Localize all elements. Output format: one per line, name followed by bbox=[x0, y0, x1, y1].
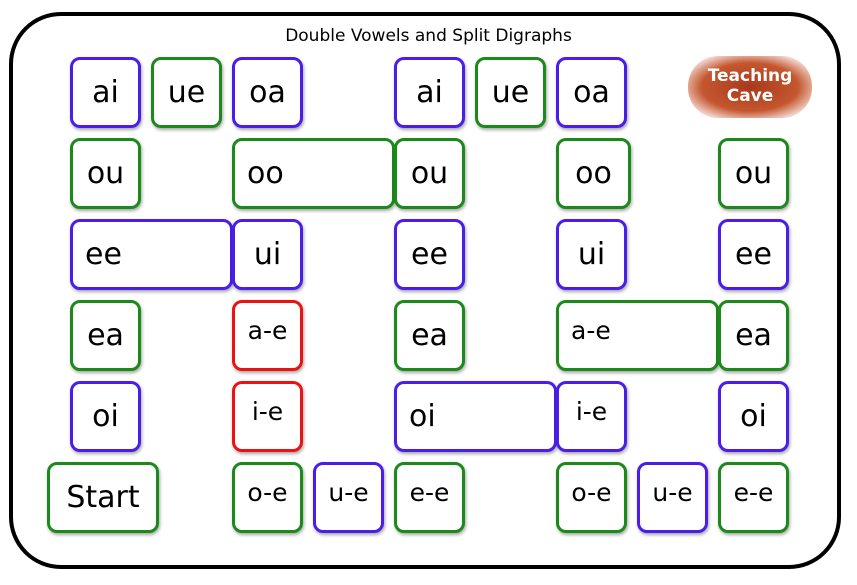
tile-a-e[interactable]: a-e bbox=[232, 300, 303, 371]
game-board bbox=[9, 12, 841, 569]
tile-ee[interactable]: ee bbox=[718, 219, 789, 290]
tile-ai[interactable]: ai bbox=[70, 57, 141, 128]
tile-u-e[interactable]: u-e bbox=[313, 462, 384, 533]
tile-ue[interactable]: ue bbox=[475, 57, 546, 128]
tile-ee[interactable]: ee bbox=[70, 219, 233, 290]
tile-oo[interactable]: oo bbox=[556, 138, 631, 209]
tile-i-e[interactable]: i-e bbox=[556, 381, 627, 452]
tile-ue[interactable]: ue bbox=[151, 57, 222, 128]
tile-i-e[interactable]: i-e bbox=[232, 381, 303, 452]
tile-oo[interactable]: oo bbox=[232, 138, 395, 209]
tile-ea[interactable]: ea bbox=[394, 300, 465, 371]
tile-oa[interactable]: oa bbox=[556, 57, 627, 128]
logo-line-1: Teaching bbox=[707, 66, 793, 86]
tile-ou[interactable]: ou bbox=[718, 138, 789, 209]
tile-ou[interactable]: ou bbox=[70, 138, 141, 209]
tile-oi[interactable]: oi bbox=[394, 381, 557, 452]
tile-ee[interactable]: ee bbox=[394, 219, 465, 290]
tile-a-e[interactable]: a-e bbox=[556, 300, 719, 371]
tile-ui[interactable]: ui bbox=[232, 219, 303, 290]
board-title: Double Vowels and Split Digraphs bbox=[285, 26, 572, 46]
tile-e-e[interactable]: e-e bbox=[394, 462, 465, 533]
logo-line-2: Cave bbox=[726, 86, 774, 106]
tile-oi[interactable]: oi bbox=[718, 381, 789, 452]
tile-ui[interactable]: ui bbox=[556, 219, 627, 290]
tile-ea[interactable]: ea bbox=[70, 300, 141, 371]
tile-start[interactable]: Start bbox=[47, 462, 159, 533]
tile-o-e[interactable]: o-e bbox=[232, 462, 303, 533]
tile-e-e[interactable]: e-e bbox=[718, 462, 789, 533]
tile-oa[interactable]: oa bbox=[232, 57, 303, 128]
tile-ou[interactable]: ou bbox=[394, 138, 465, 209]
tile-u-e[interactable]: u-e bbox=[637, 462, 708, 533]
tile-o-e[interactable]: o-e bbox=[556, 462, 627, 533]
tile-ea[interactable]: ea bbox=[718, 300, 789, 371]
tile-oi[interactable]: oi bbox=[70, 381, 141, 452]
tile-ai[interactable]: ai bbox=[394, 57, 465, 128]
